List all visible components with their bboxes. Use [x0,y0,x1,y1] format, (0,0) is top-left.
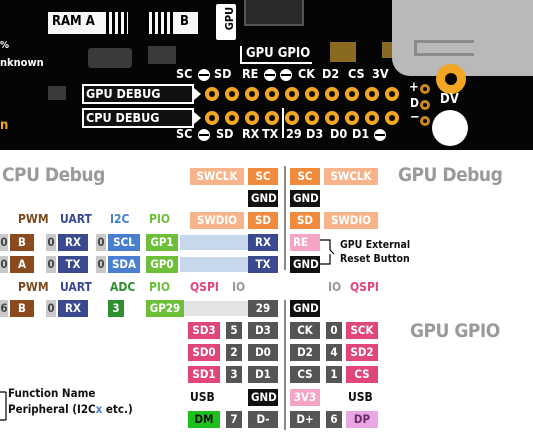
sep-icon [280,69,292,81]
sep-icon [264,69,276,81]
divider [284,166,286,270]
swclk-tag: SWCLK [324,168,378,185]
pin-pad [305,87,319,101]
gpu-debug-label: GPU DEBUG [82,84,194,104]
pin-pad [420,100,430,110]
gnd-pin-tag: GND [248,190,278,207]
component [330,42,356,62]
pin-pad [225,87,239,101]
connector-bar [180,257,248,272]
sc-pin-tag: SC [290,168,320,185]
pin-pad [365,87,379,101]
bracket [240,46,242,64]
swdio-tag: SWDIO [190,212,244,229]
connector-bar [180,235,248,250]
pin-pad [325,87,339,101]
cpu-debug-label: CPU DEBUG [82,108,194,128]
rx-pin-tag: RX [248,234,278,251]
legend-function: Function Name [8,386,96,400]
pin-pad [285,87,299,101]
bracket [282,108,284,138]
sep-icon [374,129,386,141]
pin-pad [205,111,219,125]
sc-pin-tag: SC [248,168,278,185]
3v3-pin-tag: 3V3 [290,389,320,406]
bracket [240,62,312,64]
pin-pad [345,87,359,101]
legend-bracket [0,391,7,421]
re-pin-tag: RE [290,234,320,251]
swclk-tag: SWCLK [190,168,244,185]
pin-pad [265,87,279,101]
sep-icon [198,69,210,81]
pin-pad [385,111,399,125]
slot-detail [414,40,474,56]
pin-pad [245,87,259,101]
mount-pad [436,64,466,94]
arrow-right-icon [194,88,201,100]
pin-pad [265,111,279,125]
ram-a-label: RAM A [48,12,128,34]
component [148,46,176,64]
pin-pad [420,116,430,126]
gnd-pin-tag: GND [290,256,320,273]
gpu-debug-title: GPU Debug [398,164,503,186]
cpu-debug-title: CPU Debug [2,164,105,186]
arrow-right-icon [194,112,201,124]
swdio-tag: SWDIO [324,212,378,229]
reset-connector-line [320,239,335,265]
tx-pin-tag: TX [248,256,278,273]
pin-pad [225,111,239,125]
connector-bar [184,301,248,316]
pin-pad [205,87,219,101]
chip-pins [106,12,128,34]
sd-card-slot [392,0,533,76]
gnd-pin-tag: GND [290,190,320,207]
gpu-chip [244,0,304,26]
bottom-row-labels: SC SD RX TX 29 D3 D0 D1 [176,126,406,142]
pin-pad [305,111,319,125]
gpu-chip-tag: GPU [216,4,236,40]
pin-pad [365,111,379,125]
pin-pad [345,111,359,125]
gnd-pin-tag: GND [290,300,320,317]
sd-pin-tag: SD [248,212,278,229]
pin-pad [385,87,399,101]
pin-pad [285,111,299,125]
gpu-gpio-title: GPU GPIO [410,320,500,342]
pin-pad [245,111,259,125]
pin-pad [420,84,430,94]
mount-hole [432,110,468,146]
chip-pins [146,12,176,34]
component [88,48,132,68]
pin-pad [325,111,339,125]
gp29-pin-tag: 29 [248,300,278,317]
top-row-labels: SC SD RE CK D2 CS 3V [176,66,389,81]
component [48,86,66,100]
ram-b-label: B [146,12,198,34]
legend-peripheral: Peripheral (I2Cx etc.) [8,402,133,416]
gnd-pin-tag: GND [248,389,278,406]
sd-pin-tag: SD [290,212,320,229]
sep-icon [198,129,210,141]
divider [284,300,286,430]
board-photo: RAM A B GPU % nknown n GPU GPIO SC SD RE… [0,0,533,150]
